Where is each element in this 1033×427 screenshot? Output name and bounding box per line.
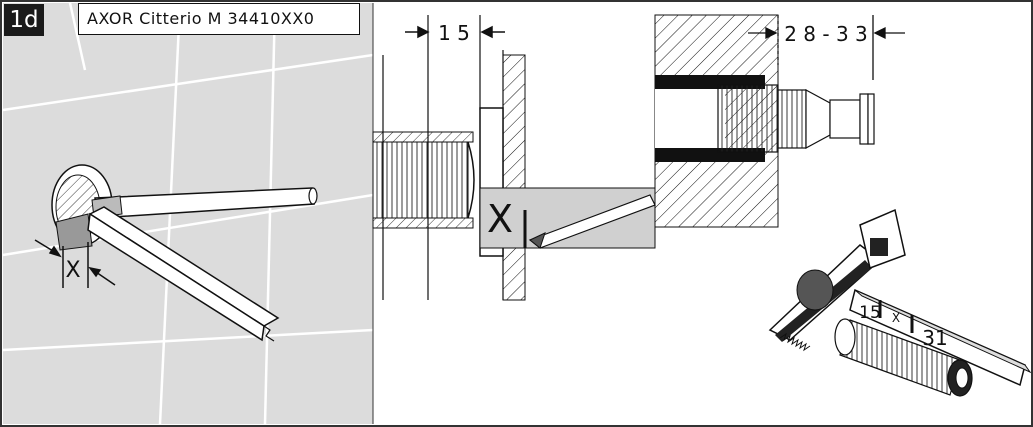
gauge-label-31: 31 — [922, 326, 947, 350]
pipe-section-panel — [372, 3, 656, 424]
measuring-strip — [87, 206, 280, 342]
saw-pipe — [796, 269, 973, 397]
gauge-label-x: X — [892, 311, 900, 325]
tile-grout-lines — [2, 2, 374, 425]
model-label: AXOR Citterio M 34410XX0 — [78, 3, 360, 35]
saw-cut-panel — [768, 208, 1032, 397]
step-number-badge: 1d — [4, 4, 44, 36]
gauge-label-15: 15 — [859, 303, 881, 323]
wall-cut-label: X — [65, 258, 80, 283]
x-dimension-marker — [34, 239, 116, 288]
thread-depth-measure: 2 8 - 3 3 — [784, 22, 868, 46]
section-cut-label: X — [487, 197, 513, 241]
section-measure-15: 1 5 — [438, 21, 470, 45]
wall-panel — [2, 2, 374, 425]
thread-depth-panel — [654, 14, 905, 228]
